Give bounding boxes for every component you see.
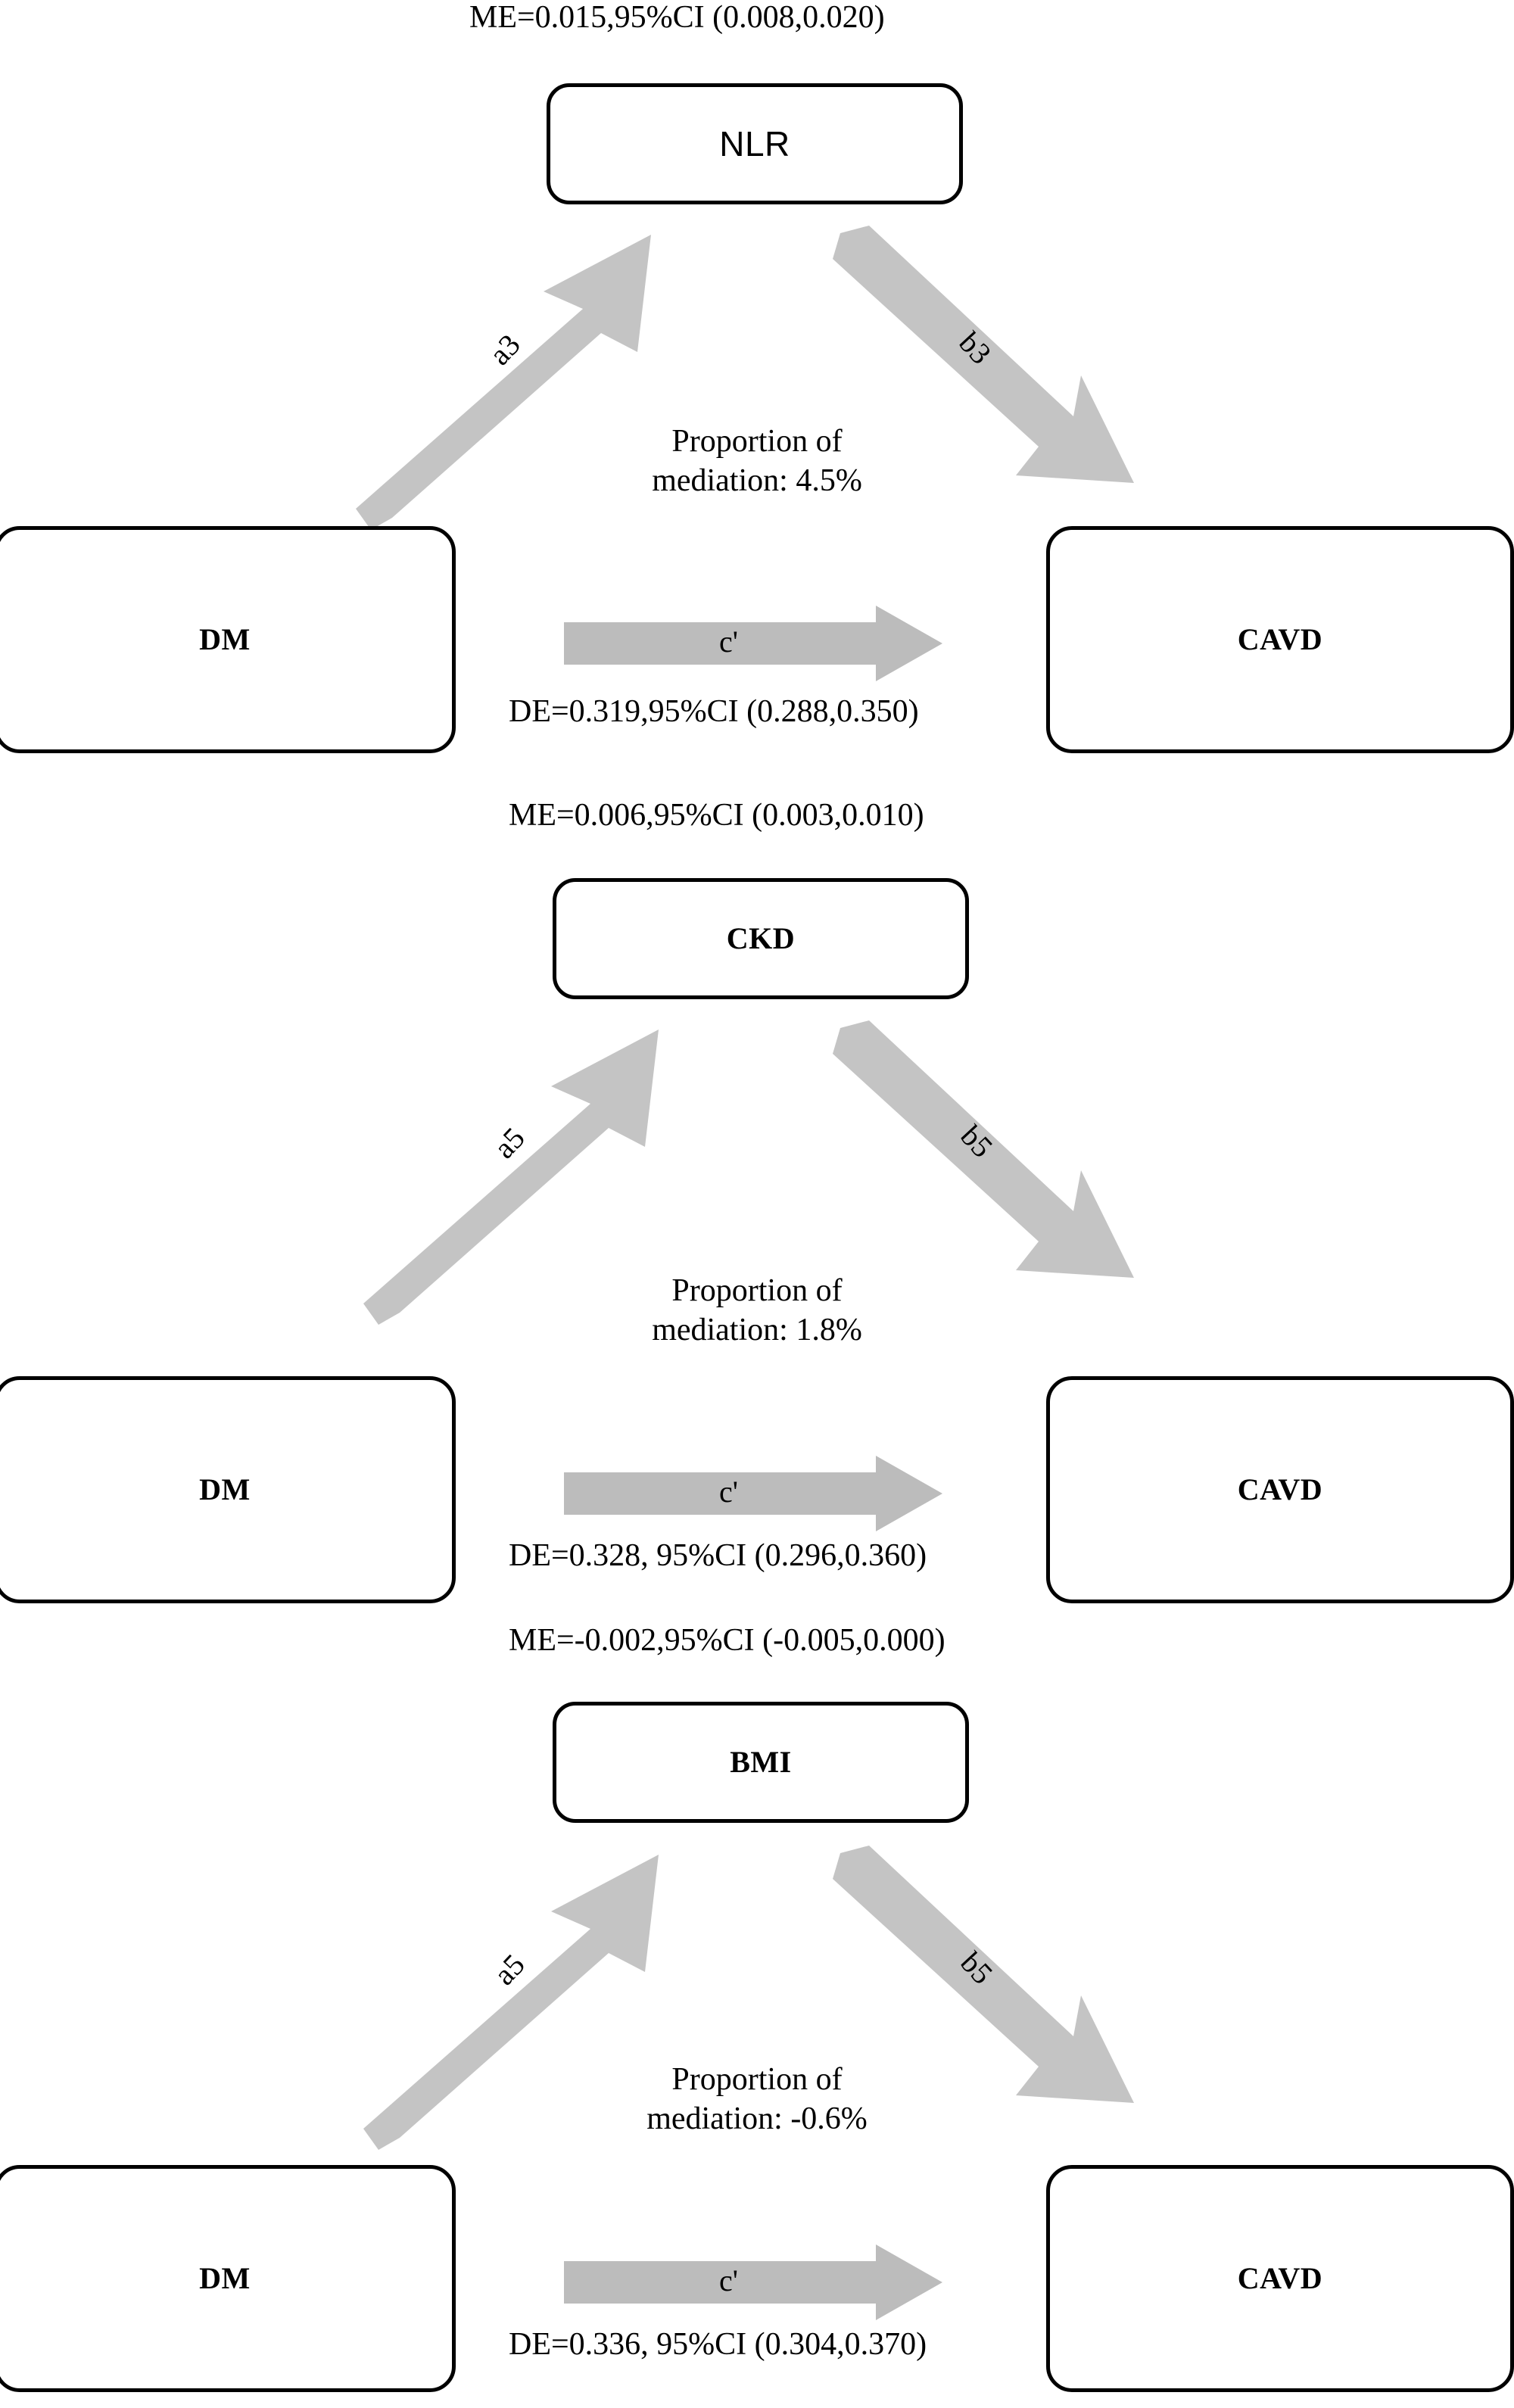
direct-effect-text: DE=0.328, 95%CI (0.296,0.360) [509,1538,927,1573]
mediator-box-bmi: BMI [553,1702,969,1823]
proportion-of-mediation-line1: Proportion of [671,2062,843,2097]
proportion-of-mediation-line2: mediation: 1.8% [652,1313,862,1347]
proportion-of-mediation-line1: Proportion of [671,424,843,459]
outcome-box-cavd: CAVD [1046,526,1514,753]
direct-effect-text: DE=0.319,95%CI (0.288,0.350) [509,694,919,729]
path-a-arrow [363,1847,681,2150]
exposure-box-dm: DM [0,2165,456,2392]
mediation-panel-ckd: ME=0.006,95%CI (0.003,0.010) CKD a5 b5 P… [0,798,1514,1603]
indirect-effect-text: ME=0.015,95%CI (0.008,0.020) [469,0,885,35]
proportion-of-mediation-line2: mediation: 4.5% [652,463,862,498]
path-c-prime-label: c' [719,1475,738,1509]
proportion-of-mediation-line2: mediation: -0.6% [646,2101,868,2136]
path-c-prime-label: c' [719,2263,738,2297]
mediator-box-ckd: CKD [553,878,969,999]
indirect-effect-text: ME=0.006,95%CI (0.003,0.010) [509,798,924,833]
path-c-prime-label: c' [719,625,738,659]
path-a-arrow [356,227,674,530]
exposure-box-dm: DM [0,526,456,753]
path-b-arrow [833,1020,1136,1323]
outcome-box-cavd: CAVD [1046,2165,1514,2392]
mediation-panel-bmi: ME=-0.002,95%CI (-0.005,0.000) BMI a5 b5… [0,1605,1514,2408]
exposure-box-dm: DM [0,1376,456,1603]
path-a-arrow [363,1022,681,1325]
path-b-arrow [833,226,1136,528]
outcome-box-cavd: CAVD [1046,1376,1514,1603]
indirect-effect-text: ME=-0.002,95%CI (-0.005,0.000) [509,1623,945,1658]
path-c-prime-arrow [564,2244,942,2320]
direct-effect-text: DE=0.336, 95%CI (0.304,0.370) [509,2327,927,2362]
proportion-of-mediation-line1: Proportion of [671,1273,843,1308]
mediator-box-nlr: NLR [547,83,963,204]
path-b-arrow [833,1846,1136,2148]
path-c-prime-arrow [564,606,942,681]
mediation-panel-nlr: ME=0.015,95%CI (0.008,0.020) NLR a3 b3 P… [0,0,1514,772]
path-c-prime-arrow [564,1456,942,1531]
